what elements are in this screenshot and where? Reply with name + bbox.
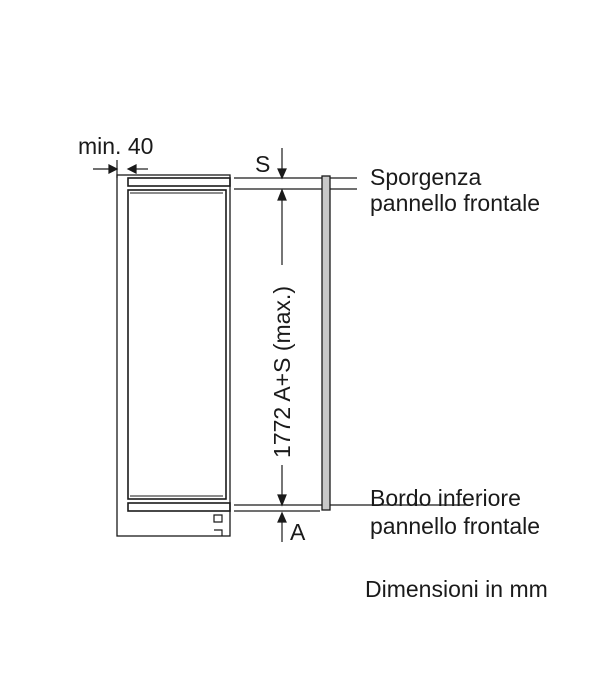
units-note: Dimensioni in mm [365, 576, 548, 602]
bottom-strip [127, 502, 231, 512]
plinth-detail [213, 514, 223, 523]
height-dimension-label: 1772 A+S (max.) [269, 286, 295, 458]
s-marker-label: S [255, 151, 270, 177]
a-marker-label: A [290, 519, 306, 545]
top-note-line2: pannello frontale [370, 190, 540, 216]
min-gap-label: min. 40 [78, 133, 153, 159]
bottom-note-line2: pannello frontale [370, 513, 540, 539]
bottom-note-line1: Bordo inferiore [370, 485, 521, 511]
a-marker-arrow [277, 511, 287, 542]
appliance-body [127, 189, 227, 500]
reference-lines [234, 177, 470, 512]
top-note-line1: Sporgenza [370, 164, 481, 190]
cabinet-outline [116, 174, 231, 537]
appliance-side-view [116, 174, 231, 537]
front-panel [321, 175, 331, 511]
height-dimension [277, 188, 287, 507]
min-gap-dimension [93, 160, 148, 178]
top-strip [127, 177, 231, 187]
s-marker-arrow [277, 148, 287, 180]
